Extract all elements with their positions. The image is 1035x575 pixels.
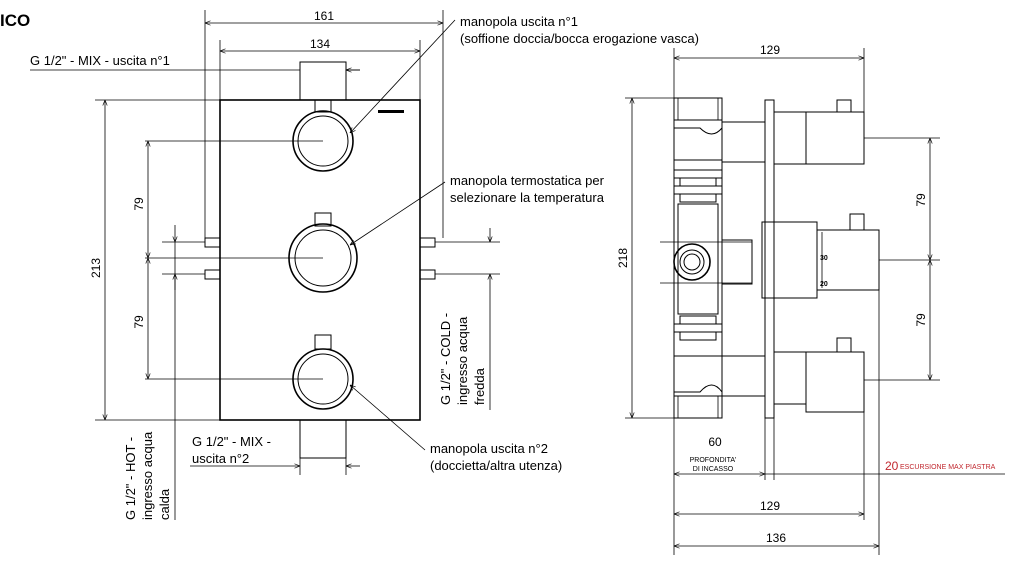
dim-side-129-top: 129 — [760, 43, 780, 57]
dim-79-top: 79 — [132, 197, 146, 211]
escursione-label: ESCURSIONE MAX PIASTRA — [900, 464, 996, 471]
callout-thermo-2: selezionare la temperatura — [450, 190, 605, 205]
dim-side-129-bottom: 129 — [760, 499, 780, 513]
scale-20: 20 — [820, 281, 828, 288]
depth-label-1: PROFONDITA' — [690, 457, 737, 464]
outlet2-connector — [299, 419, 347, 459]
callout-knob2-1: manopola uscita n°2 — [430, 441, 548, 456]
outlet1-connector — [299, 61, 347, 101]
cold-inlet-upper — [419, 237, 436, 248]
label-outlet1-connection: G 1/2" - MIX - uscita n°1 — [30, 53, 170, 68]
callout-knob2-2: (doccietta/altra utenza) — [430, 458, 562, 473]
callout-knob1-1: manopola uscita n°1 — [460, 14, 578, 29]
callout-knob1-2: (soffione doccia/bocca erogazione vasca) — [460, 31, 699, 46]
label-hot-1: G 1/2" - HOT - — [123, 437, 138, 520]
label-outlet2-connection-1: G 1/2" - MIX - — [192, 434, 271, 449]
label-cold-3: fredda — [472, 367, 487, 405]
dim-side-218: 218 — [616, 248, 630, 268]
dim-79-bottom: 79 — [132, 315, 146, 329]
side-view: 30 20 129 218 79 79 — [616, 43, 1005, 555]
cold-inlet-lower — [419, 269, 436, 280]
label-hot-2: ingresso acqua — [140, 431, 155, 520]
dim-side-79-bottom: 79 — [914, 313, 928, 327]
dim-213: 213 — [89, 258, 103, 278]
label-outlet2-connection-2: uscita n°2 — [192, 451, 249, 466]
dim-escursione-20: 20 — [885, 459, 899, 473]
knob-outlet1 — [292, 99, 354, 172]
side-plate — [764, 99, 775, 419]
label-cold-2: ingresso acqua — [455, 316, 470, 405]
front-view: 161 134 G 1/2" - MIX - uscita n°1 213 79… — [30, 9, 699, 520]
label-hot-3: calda — [157, 488, 172, 520]
header-title: ICO — [0, 11, 30, 30]
knob-outlet2 — [292, 334, 354, 410]
dim-161: 161 — [314, 9, 334, 23]
depth-label-2: DI INCASSO — [693, 466, 734, 473]
label-cold-1: G 1/2" - COLD - — [438, 313, 453, 405]
brand-mark — [378, 110, 404, 113]
scale-30: 30 — [820, 255, 828, 262]
front-plate — [219, 99, 421, 421]
dim-134: 134 — [310, 37, 330, 51]
dim-side-79-top: 79 — [914, 193, 928, 207]
callout-thermo-1: manopola termostatica per — [450, 173, 605, 188]
hot-inlet-upper — [204, 237, 221, 248]
knob-thermostatic — [288, 212, 358, 293]
dim-side-136: 136 — [766, 531, 786, 545]
hot-inlet-lower — [204, 269, 221, 280]
dim-depth-60: 60 — [708, 435, 722, 449]
